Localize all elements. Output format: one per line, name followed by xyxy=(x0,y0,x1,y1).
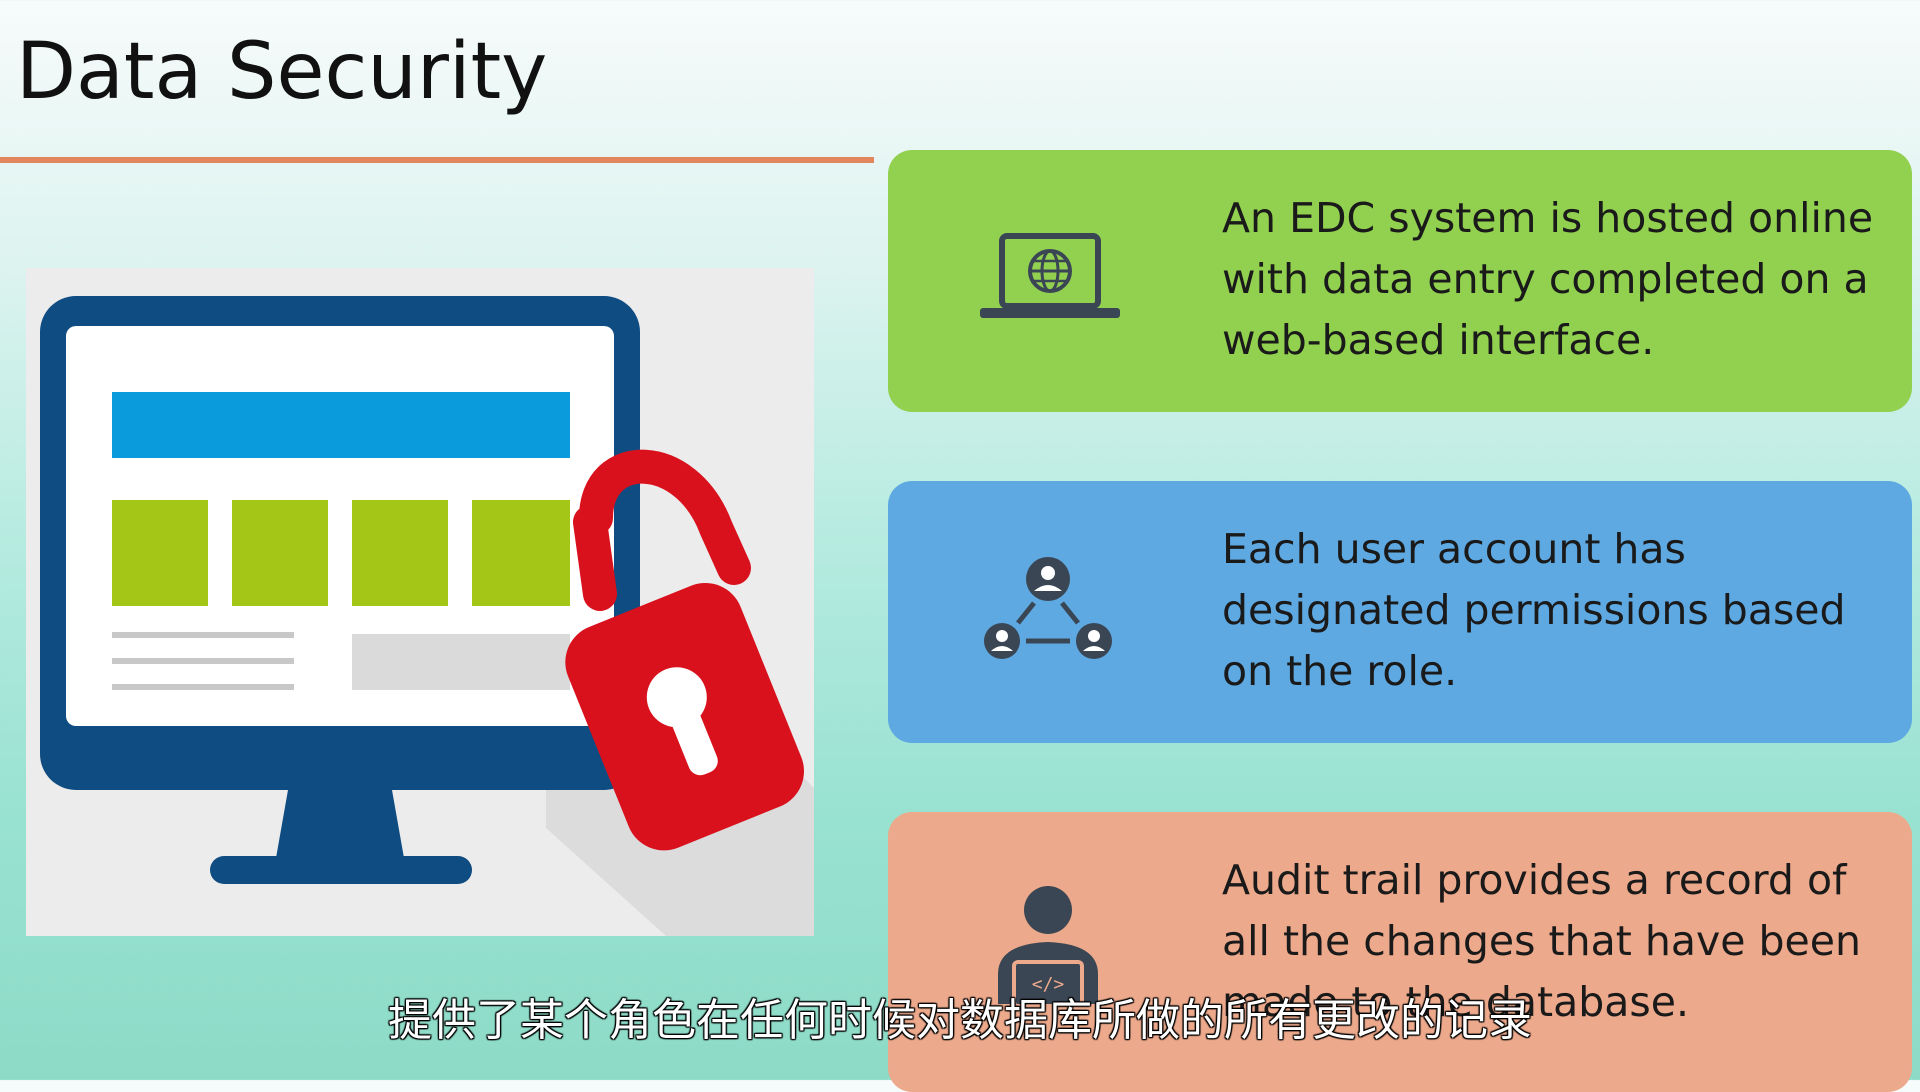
card-text: An EDC system is hosted online with data… xyxy=(1222,194,1874,364)
title-underline xyxy=(0,157,874,163)
info-card-online-hosting: An EDC system is hosted online with data… xyxy=(888,150,1912,412)
laptop-globe-icon xyxy=(968,222,1128,342)
video-subtitle: 提供了某个角色在任何时候对数据库所做的所有更改的记录 xyxy=(388,995,1532,1046)
user-network-icon xyxy=(968,553,1128,673)
info-card-audit-trail: </> Audit trail provides a record of all… xyxy=(888,812,1912,1092)
svg-text:</>: </> xyxy=(1032,974,1065,995)
info-card-user-permissions: Each user account has designated permiss… xyxy=(888,481,1912,743)
security-illustration xyxy=(26,268,814,936)
card-text: Each user account has designated permiss… xyxy=(1222,525,1846,695)
developer-laptop-icon: </> xyxy=(968,884,1128,1004)
monitor-padlock-image xyxy=(40,296,814,936)
card-text: Audit trail provides a record of all the… xyxy=(1222,856,1861,1026)
slide-title: Data Security xyxy=(16,27,548,117)
